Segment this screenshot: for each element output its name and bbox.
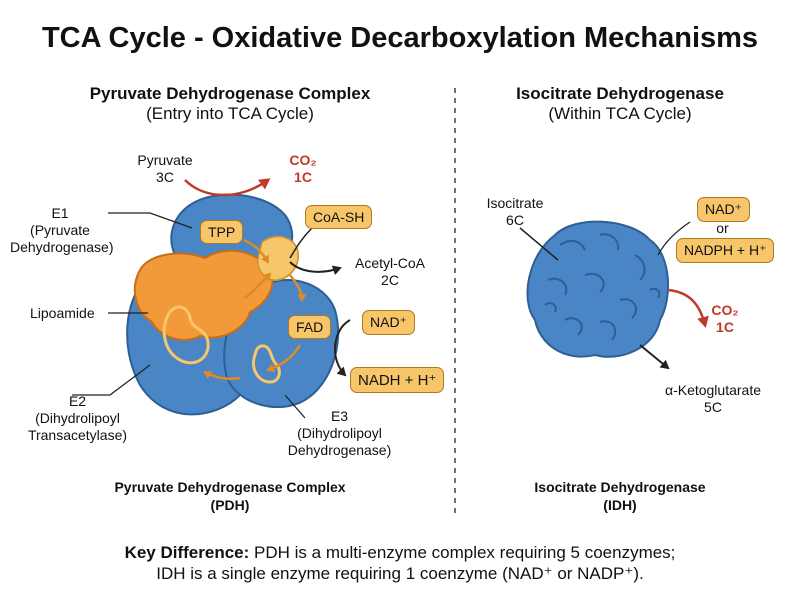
e1-desc-1: (Pyruvate <box>30 222 90 238</box>
akg-label: α-Ketoglutarate <box>664 382 762 398</box>
pdh-footer: Pyruvate Dehydrogenase Complex (PDH) <box>60 478 400 514</box>
tpp-coenzyme: TPP <box>200 220 244 244</box>
e1-orange-wedge <box>257 235 299 281</box>
key-difference-label: Key Difference: <box>124 543 250 562</box>
e1-name: E1 <box>51 205 69 221</box>
pdh-footer-name: Pyruvate Dehydrogenase Complex <box>114 479 346 495</box>
e2-desc-2: Transacetylase) <box>27 427 128 443</box>
lipoamide-core <box>133 249 274 341</box>
coash-coenzyme: CoA-SH <box>305 205 373 229</box>
e2-name: E2 <box>68 393 87 409</box>
e3-desc-2: Dehydrogenase) <box>287 442 392 458</box>
e1-label: E1 (Pyruvate Dehydrogenase) <box>10 205 114 256</box>
pdh-subheading: (Entry into TCA Cycle) <box>146 104 314 123</box>
transfer-arrow-tpp <box>243 238 270 264</box>
idh-co2-label: CO₂ <box>711 302 739 318</box>
idh-product-arrow <box>639 344 670 370</box>
pdh-co2-label: CO₂ <box>289 152 317 168</box>
key-difference-line1: PDH is a multi-enzyme complex requiring … <box>254 543 676 562</box>
transfer-arrow-e2 <box>203 370 241 380</box>
idh-co2: CO₂ 1C <box>700 302 750 336</box>
coash-arrow <box>289 227 313 259</box>
e2-leader <box>72 364 151 396</box>
idh-subheading: (Within TCA Cycle) <box>548 104 692 123</box>
e2-label: E2 (Dihydrolipoyl Transacetylase) <box>10 393 145 444</box>
key-difference: Key Difference: PDH is a multi-enzyme co… <box>0 542 800 584</box>
acetylcoa-carbons: 2C <box>381 272 399 288</box>
idh-or-label: or <box>716 220 729 236</box>
idh-footer: Isocitrate Dehydrogenase (IDH) <box>470 478 770 514</box>
idh-nadph-coenzyme: NADPH + H⁺ <box>676 238 775 263</box>
transfer-arrow-e3 <box>266 344 302 373</box>
e3-label: E3 (Dihydrolipoyl Dehydrogenase) <box>272 408 407 459</box>
e1-desc-2: Dehydrogenase) <box>10 239 114 255</box>
isocitrate-label: Isocitrate <box>486 195 544 211</box>
transfer-arrow-fad-down <box>289 274 307 302</box>
e1-leader <box>108 212 193 229</box>
akg-carbons: 5C <box>704 399 722 415</box>
pyruvate-carbons: 3C <box>156 169 174 185</box>
page-title: TCA Cycle - Oxidative Decarboxylation Me… <box>41 22 759 54</box>
isocitrate-carbons: 6C <box>506 212 524 228</box>
acetylcoa-arrow <box>289 261 342 276</box>
idh-coenzyme-leader <box>657 221 691 256</box>
idh-footer-abbr: (IDH) <box>603 497 637 513</box>
idh-footer-name: Isocitrate Dehydrogenase <box>534 479 706 495</box>
transfer-arrow-lipo <box>244 272 272 299</box>
idh-nad-coenzyme: NAD⁺ <box>697 197 750 222</box>
lipoyl-arm-e2 <box>162 305 210 365</box>
e3-subunit <box>223 279 340 409</box>
idh-substrate: Isocitrate 6C <box>470 195 560 229</box>
acetylcoa-label: Acetyl-CoA <box>354 255 426 271</box>
idh-co2-arrow <box>667 288 709 328</box>
e3-leader <box>284 394 306 419</box>
nadh-product: NADH + H⁺ <box>350 367 445 393</box>
e2-desc-1: (Dihydrolipoyl <box>35 410 120 426</box>
e3-name: E3 <box>330 408 349 424</box>
lipoyl-arm-e3 <box>252 344 281 384</box>
key-difference-line2: IDH is a single enzyme requiring 1 coenz… <box>156 564 644 583</box>
nad-to-nadh-arrow <box>333 319 351 377</box>
idh-enzyme <box>526 220 669 358</box>
idh-co2-carbons: 1C <box>716 319 734 335</box>
pdh-footer-abbr: (PDH) <box>210 497 250 513</box>
e3-desc-1: (Dihydrolipoyl <box>297 425 382 441</box>
fad-coenzyme: FAD <box>288 315 332 339</box>
idh-heading: Isocitrate Dehydrogenase <box>516 84 724 103</box>
pdh-co2-arrow <box>184 178 271 197</box>
idh-substrate-leader <box>519 227 559 261</box>
pdh-product: Acetyl-CoA 2C <box>340 255 440 289</box>
nad-coenzyme: NAD⁺ <box>362 310 415 335</box>
lipoamide-label: Lipoamide <box>30 305 95 321</box>
pyruvate-label: Pyruvate <box>137 152 193 168</box>
pdh-co2-carbons: 1C <box>294 169 312 185</box>
pdh-heading: Pyruvate Dehydrogenase Complex <box>89 84 371 103</box>
pdh-co2: CO₂ 1C <box>278 152 328 186</box>
idh-product: α-Ketoglutarate 5C <box>648 382 778 416</box>
pdh-substrate: Pyruvate 3C <box>120 152 210 186</box>
